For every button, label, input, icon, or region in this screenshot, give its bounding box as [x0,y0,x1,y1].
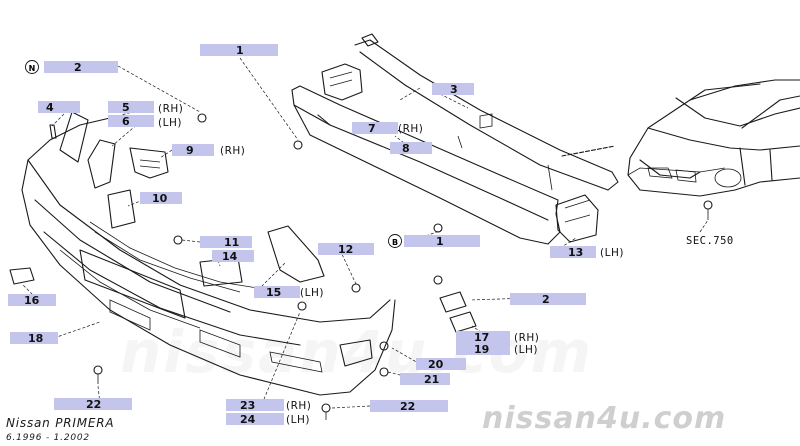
callout-18-number: 18 [28,332,43,345]
callout-23-side: (RH) [286,400,311,412]
callout-15-highlight [254,286,300,298]
callout-22-highlight [54,398,132,410]
callout-1-highlight [200,44,278,56]
callout-9-number: 9 [186,144,194,157]
callout-2b-number: 2 [542,293,550,306]
callout-14-number: 14 [222,250,238,263]
model-caption: Nissan PRIMERA [6,416,114,430]
callout-11-number: 11 [224,236,239,249]
callout-19-highlight [456,343,510,355]
callout-7-number: 7 [368,122,376,135]
background-watermark: nissan4u.com [120,318,593,386]
callout-1b-highlight [404,235,480,247]
car-body-illustration [561,79,800,197]
bumper-reinforcement [291,63,599,245]
callout-2b-highlight [510,293,586,305]
callout-5-highlight [108,101,154,113]
callout-labels: 1 2 3 4 5 (RH) 6 (LH) 7 (RH) 8 9 (RH) 10… [8,44,624,426]
callout-10-number: 10 [152,192,168,205]
callout-15-number: 15 [266,286,281,299]
callout-1b-number: 1 [436,235,444,248]
callout-24-side: (LH) [286,414,310,426]
callout-17-highlight [456,331,510,343]
callout-21-number: 21 [424,373,439,386]
callout-7-side: (RH) [398,123,423,135]
callout-6-side: (LH) [158,117,182,129]
callout-6-highlight [108,115,154,127]
callout-23-number: 23 [240,399,255,412]
callout-8-number: 8 [402,142,410,155]
callout-22-number: 22 [86,398,101,411]
callout-3-highlight [432,83,474,95]
marker-n: N [25,60,39,74]
callout-11-highlight [200,236,252,248]
callout-20-highlight [416,358,466,370]
callout-1-number: 1 [236,44,244,57]
callout-8-highlight [390,142,432,154]
callout-17-number: 17 [474,331,489,344]
callout-17-side: (RH) [514,332,539,344]
marker-b: B [388,234,402,248]
callout-13-number: 13 [568,246,583,259]
callout-22b-number: 22 [400,400,415,413]
callout-13-highlight [550,246,596,258]
callout-4-number: 4 [46,101,54,114]
fasteners [93,113,713,420]
callout-19-side: (LH) [514,344,538,356]
callout-14-highlight [212,250,254,262]
callout-13-side: (LH) [600,247,624,259]
callout-5-side: (RH) [158,103,183,115]
callout-20-number: 20 [428,358,444,371]
callout-2-highlight [44,61,118,73]
callout-4-highlight [38,101,80,113]
callout-12-number: 12 [338,243,353,256]
callout-24-number: 24 [240,413,256,426]
callout-21-highlight [400,373,450,385]
callout-3-number: 3 [450,83,458,96]
callout-24-highlight [226,413,284,425]
callout-5-number: 5 [122,101,130,114]
date-range-caption: 6.1996 - 1.2002 [6,433,90,443]
callout-9-highlight [172,144,214,156]
callout-23-highlight [226,399,284,411]
callout-2-number: 2 [74,61,82,74]
section-reference: SEC.750 [686,235,734,247]
callout-7-highlight [352,122,398,134]
callout-15-side: (LH) [300,287,324,299]
callout-6-number: 6 [122,115,130,128]
callout-12-highlight [318,243,374,255]
marker-b-letter: B [392,238,398,247]
callout-10-highlight [140,192,182,204]
marker-n-letter: N [29,64,36,73]
callout-19-number: 19 [474,343,489,356]
bumper-fascia [9,111,477,396]
upper-rail [354,33,619,191]
callout-16-highlight [8,294,56,306]
callout-18-highlight [10,332,58,344]
callout-9-side: (RH) [220,145,245,157]
callout-22b-highlight [370,400,448,412]
site-watermark: nissan4u.com [482,401,726,436]
callout-16-number: 16 [24,294,40,307]
